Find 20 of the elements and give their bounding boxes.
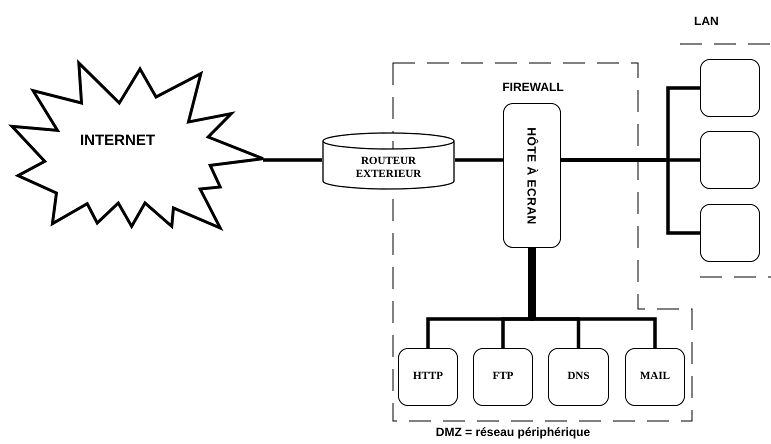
server-box bbox=[625, 348, 685, 406]
server-box bbox=[398, 348, 458, 406]
trunk-line bbox=[528, 248, 536, 319]
node-label: FTP bbox=[492, 370, 514, 384]
server-box bbox=[473, 348, 533, 406]
node-label: LAN bbox=[694, 14, 719, 28]
node-label: DNS bbox=[567, 370, 590, 384]
server-box bbox=[700, 204, 760, 262]
node-label: ROUTEUR EXTERIEUR bbox=[354, 154, 422, 182]
connector-line bbox=[455, 158, 503, 162]
node-label: MAIL bbox=[640, 370, 670, 384]
connector-line bbox=[561, 158, 700, 235]
server-box bbox=[700, 59, 760, 117]
connector-line bbox=[263, 158, 322, 162]
server-box bbox=[548, 348, 609, 406]
node-label: FIREWALL bbox=[501, 80, 565, 94]
node-label: DMZ = réseau périphérique bbox=[434, 425, 592, 439]
node-label: HÔTE À ECRAN bbox=[525, 126, 539, 224]
node-label: HTTP bbox=[413, 370, 443, 384]
server-box bbox=[700, 131, 760, 189]
